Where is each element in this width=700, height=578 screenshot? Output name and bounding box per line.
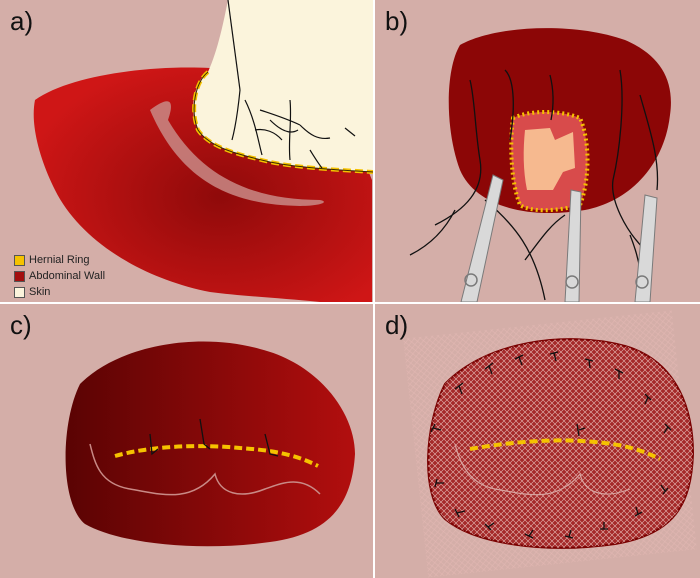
- legend-label: Hernial Ring: [29, 254, 90, 266]
- legend-item-skin: Skin: [14, 284, 105, 300]
- panel-d-label: d): [385, 310, 408, 341]
- panel-d-illustration: [375, 304, 700, 578]
- panel-b-illustration: [375, 0, 700, 302]
- legend-item-abdominal-wall: Abdominal Wall: [14, 268, 105, 284]
- panel-c-label: c): [10, 310, 32, 341]
- legend-swatch: [14, 271, 25, 282]
- legend: Hernial Ring Abdominal Wall Skin: [14, 252, 105, 300]
- panel-a-label: a): [10, 6, 33, 37]
- panel-a: a) Hernial Ring Abdominal Wall Skin: [0, 0, 373, 302]
- panel-c: c): [0, 304, 373, 578]
- panel-b-label: b): [385, 6, 408, 37]
- abdominal-wall-shape: [66, 342, 355, 547]
- legend-label: Abdominal Wall: [29, 270, 105, 282]
- panel-d: d): [375, 304, 700, 578]
- legend-item-hernial-ring: Hernial Ring: [14, 252, 105, 268]
- mesh-overlay: [428, 339, 693, 548]
- panel-b: b): [375, 0, 700, 302]
- panel-c-illustration: [0, 304, 373, 578]
- legend-label: Skin: [29, 286, 50, 298]
- legend-swatch: [14, 255, 25, 266]
- legend-swatch: [14, 287, 25, 298]
